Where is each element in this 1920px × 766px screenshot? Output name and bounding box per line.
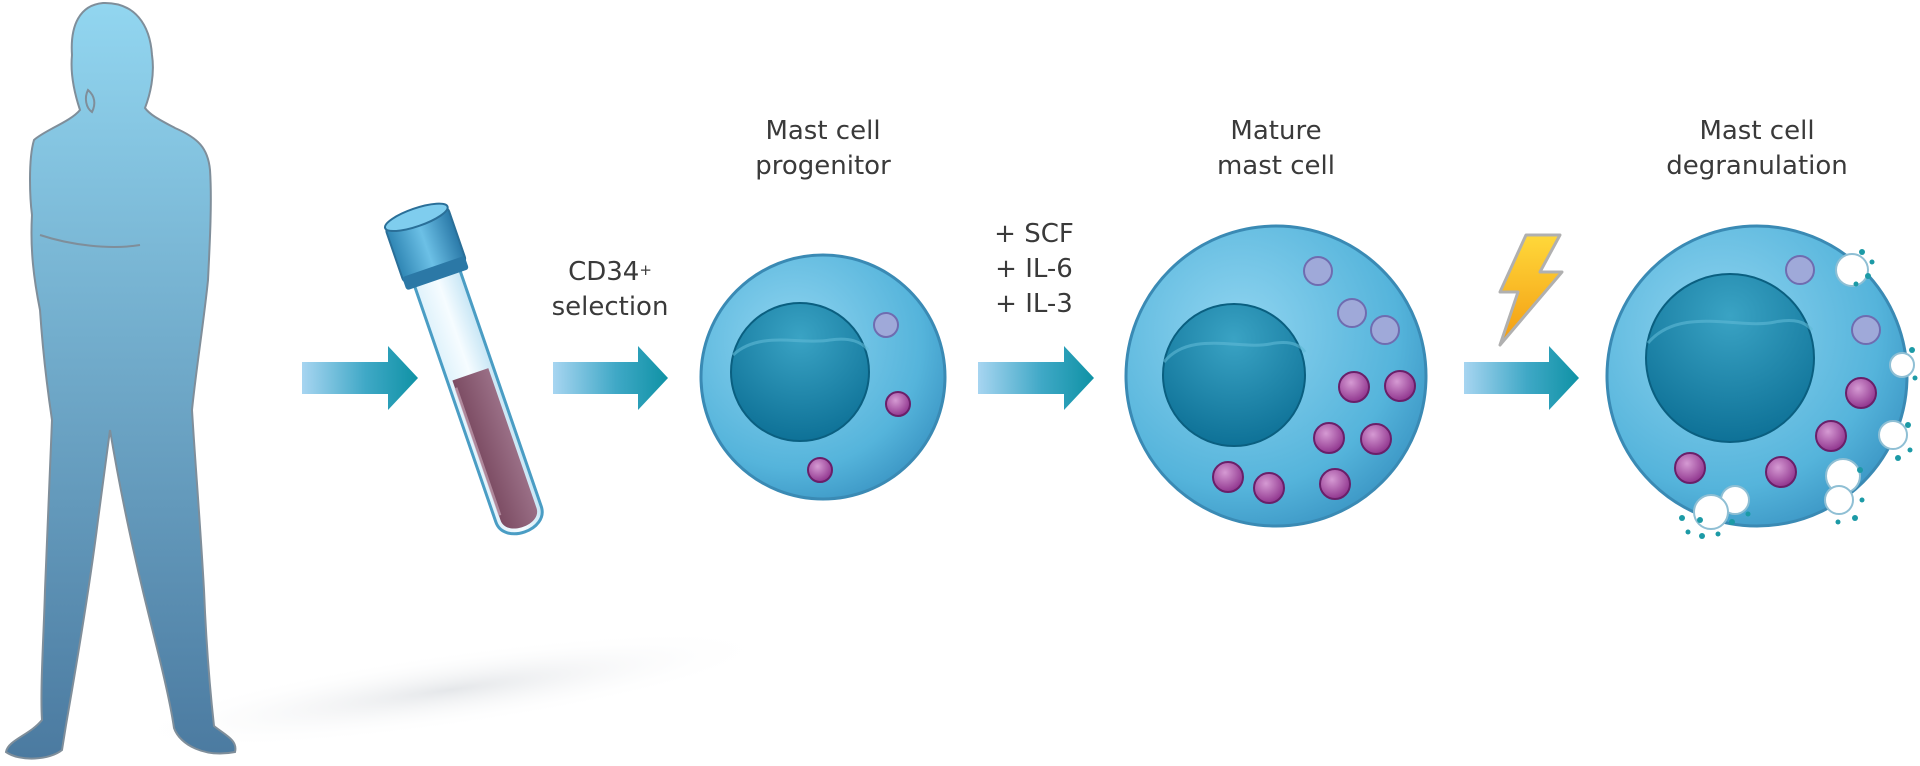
granules (807, 312, 911, 483)
test-tube-icon (383, 202, 544, 536)
arrow-1 (302, 346, 418, 410)
granules (1212, 256, 1416, 504)
label-degranulation: Mast cell degranulation (1666, 116, 1848, 181)
arrow-3 (978, 346, 1094, 410)
label-cd34-selection: CD34+ selection (551, 257, 669, 322)
label-progenitor: Mast cell progenitor (755, 116, 891, 181)
degranulating-cell (1605, 224, 1918, 539)
person-shadow (123, 630, 777, 750)
arrow-4 (1464, 346, 1579, 410)
person-arm-line (39, 234, 141, 248)
label-growth-factors: + SCF + IL-6 + IL-3 (994, 219, 1074, 319)
granule-particles (1679, 249, 1918, 539)
label-mature-mast-cell: Mature mast cell (1216, 116, 1335, 181)
mature-cell (1124, 224, 1428, 528)
progenitor-cell (699, 253, 947, 501)
granules (1674, 255, 1881, 488)
person-hand-detail (84, 88, 96, 114)
person-silhouette-icon (4, 1, 237, 760)
arrow-2 (553, 346, 668, 410)
lightning-bolt-icon (1498, 233, 1564, 347)
released-vesicles (1693, 253, 1915, 530)
